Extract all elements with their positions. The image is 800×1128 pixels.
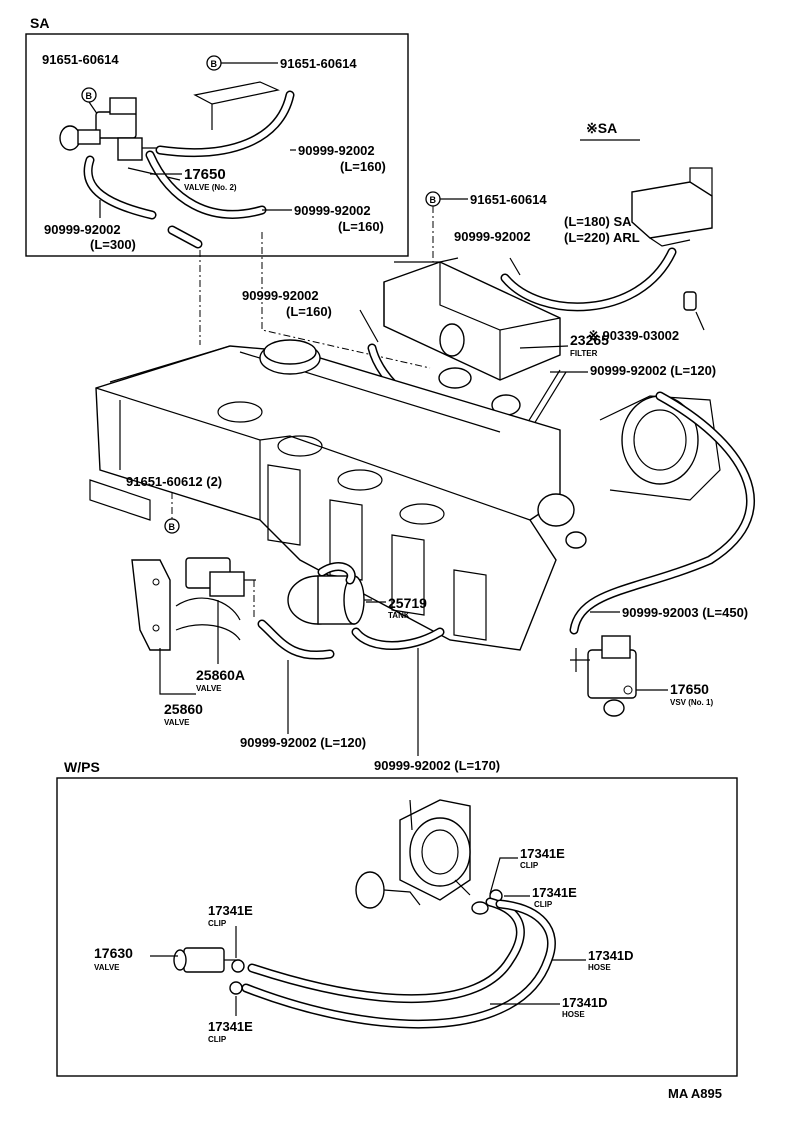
- vsv-no1-drawing: [570, 635, 637, 717]
- wps-valve-17630-drawing: [173, 947, 240, 973]
- sa-hose2-part-number: 90999-92002: [294, 203, 371, 218]
- wps-valve-part-number: 17630: [94, 945, 133, 961]
- sa-hose3-part-number: 90999-92002: [44, 222, 121, 237]
- bolt2-part-number: 91651-60612 (2): [126, 474, 222, 489]
- sa-b-marker-right: B: [206, 55, 222, 71]
- wps-clip-top-name: CLIP: [520, 861, 539, 870]
- tank-name: TANK: [388, 611, 410, 620]
- hose-l170-label: 90999-92002 (L=170): [374, 758, 500, 773]
- arl-hose: [500, 247, 677, 312]
- wps-clip-bottom-part-number: 17341E: [208, 1019, 253, 1034]
- air-valve-box-drawing: [631, 167, 713, 247]
- valve-bracket-left: [131, 559, 241, 651]
- hose-l120-top-label: 90999-92002 (L=120): [590, 363, 716, 378]
- sa-valve-part-number: 17650: [184, 166, 226, 183]
- sa-valve-name: VALVE (No. 2): [184, 183, 237, 192]
- hose-l120-bottom-label: 90999-92002 (L=120): [240, 735, 366, 750]
- main-b-marker-top: B: [425, 191, 441, 207]
- hose-l450: [569, 391, 756, 635]
- valve-25860a-drawing: [185, 557, 256, 597]
- hose-l160-length: (L=160): [286, 304, 332, 319]
- sa-hose2-length: (L=160): [338, 219, 384, 234]
- tank-hoses: [253, 562, 445, 660]
- wps-clip-bottom-name: CLIP: [208, 1035, 227, 1044]
- cap-drawing: [683, 291, 697, 311]
- wps-clip-right-name: CLIP: [534, 900, 553, 909]
- wps-clip-left-upper-icon: [231, 959, 245, 973]
- tank-25719-drawing: [287, 575, 372, 625]
- bolt-part-number-top: 91651-60614: [470, 192, 547, 207]
- svg-text:B: B: [430, 195, 437, 205]
- wps-clip-left-part-number: 17341E: [208, 903, 253, 918]
- filter-part-number: 23265: [570, 332, 609, 348]
- wps-hose2-name: HOSE: [562, 1010, 585, 1019]
- sa-part-91651-left: 91651-60614: [42, 52, 119, 67]
- valve-a-part-number: 25860A: [196, 667, 245, 683]
- filter-name: FILTER: [570, 349, 598, 358]
- main-b-marker-left: B: [164, 518, 180, 534]
- arl-length-label: (L=220) ARL: [564, 230, 640, 245]
- sa-section-title: SA: [30, 15, 49, 31]
- sa-hose1-part-number: 90999-92002: [298, 143, 375, 158]
- valve-part-number: 25860: [164, 701, 203, 717]
- sa-note-label: ※SA: [586, 120, 617, 136]
- wps-section-title: W/PS: [64, 759, 100, 775]
- sa-hose3-length: (L=300): [90, 237, 136, 252]
- valve-a-name: VALVE: [196, 684, 222, 693]
- wps-clip-left-lower-icon: [229, 981, 243, 995]
- hose-l160-part-number: 90999-92002: [242, 288, 319, 303]
- sa-hoses: [83, 81, 295, 249]
- valve-name: VALVE: [164, 718, 190, 727]
- sa-b-marker-left: B: [81, 87, 97, 103]
- wps-valve-name: VALVE: [94, 963, 120, 972]
- cap-part-number: ※ 90339-03002: [588, 328, 679, 343]
- wps-hose1-part-number: 17341D: [588, 948, 634, 963]
- vsv-part-number: 17650: [670, 681, 709, 697]
- sa-hose1-length: (L=160): [340, 159, 386, 174]
- wps-clip-right-part-number: 17341E: [532, 885, 577, 900]
- wps-throttle-body-drawing: [355, 799, 489, 915]
- sa-valve-no2-drawing: [59, 97, 181, 181]
- sa-part-91651-right: 91651-60614: [280, 56, 357, 71]
- tank-part-number: 25719: [388, 595, 427, 611]
- bracket-valve-assembly: [383, 257, 561, 416]
- wps-hoses: [241, 897, 556, 1029]
- wps-inset-frame: [56, 777, 738, 1077]
- figure-code: MA A895: [668, 1086, 722, 1101]
- throttle-body-drawing: [537, 395, 721, 549]
- wps-hose2-part-number: 17341D: [562, 995, 608, 1010]
- svg-text:B: B: [169, 522, 176, 532]
- wps-clip-left-name: CLIP: [208, 919, 227, 928]
- engine-cylinder-head: [89, 339, 561, 651]
- wps-clip-top-part-number: 17341E: [520, 846, 565, 861]
- arl-hose-part-number: 90999-92002: [454, 229, 531, 244]
- svg-text:B: B: [86, 91, 93, 101]
- sa-inset-frame: [25, 33, 409, 257]
- wps-hose1-name: HOSE: [588, 963, 611, 972]
- vsv-name: VSV (No. 1): [670, 698, 713, 707]
- sa-length-label: (L=180) SA: [564, 214, 632, 229]
- svg-text:B: B: [211, 59, 218, 69]
- hose-l450-label: 90999-92003 (L=450): [622, 605, 748, 620]
